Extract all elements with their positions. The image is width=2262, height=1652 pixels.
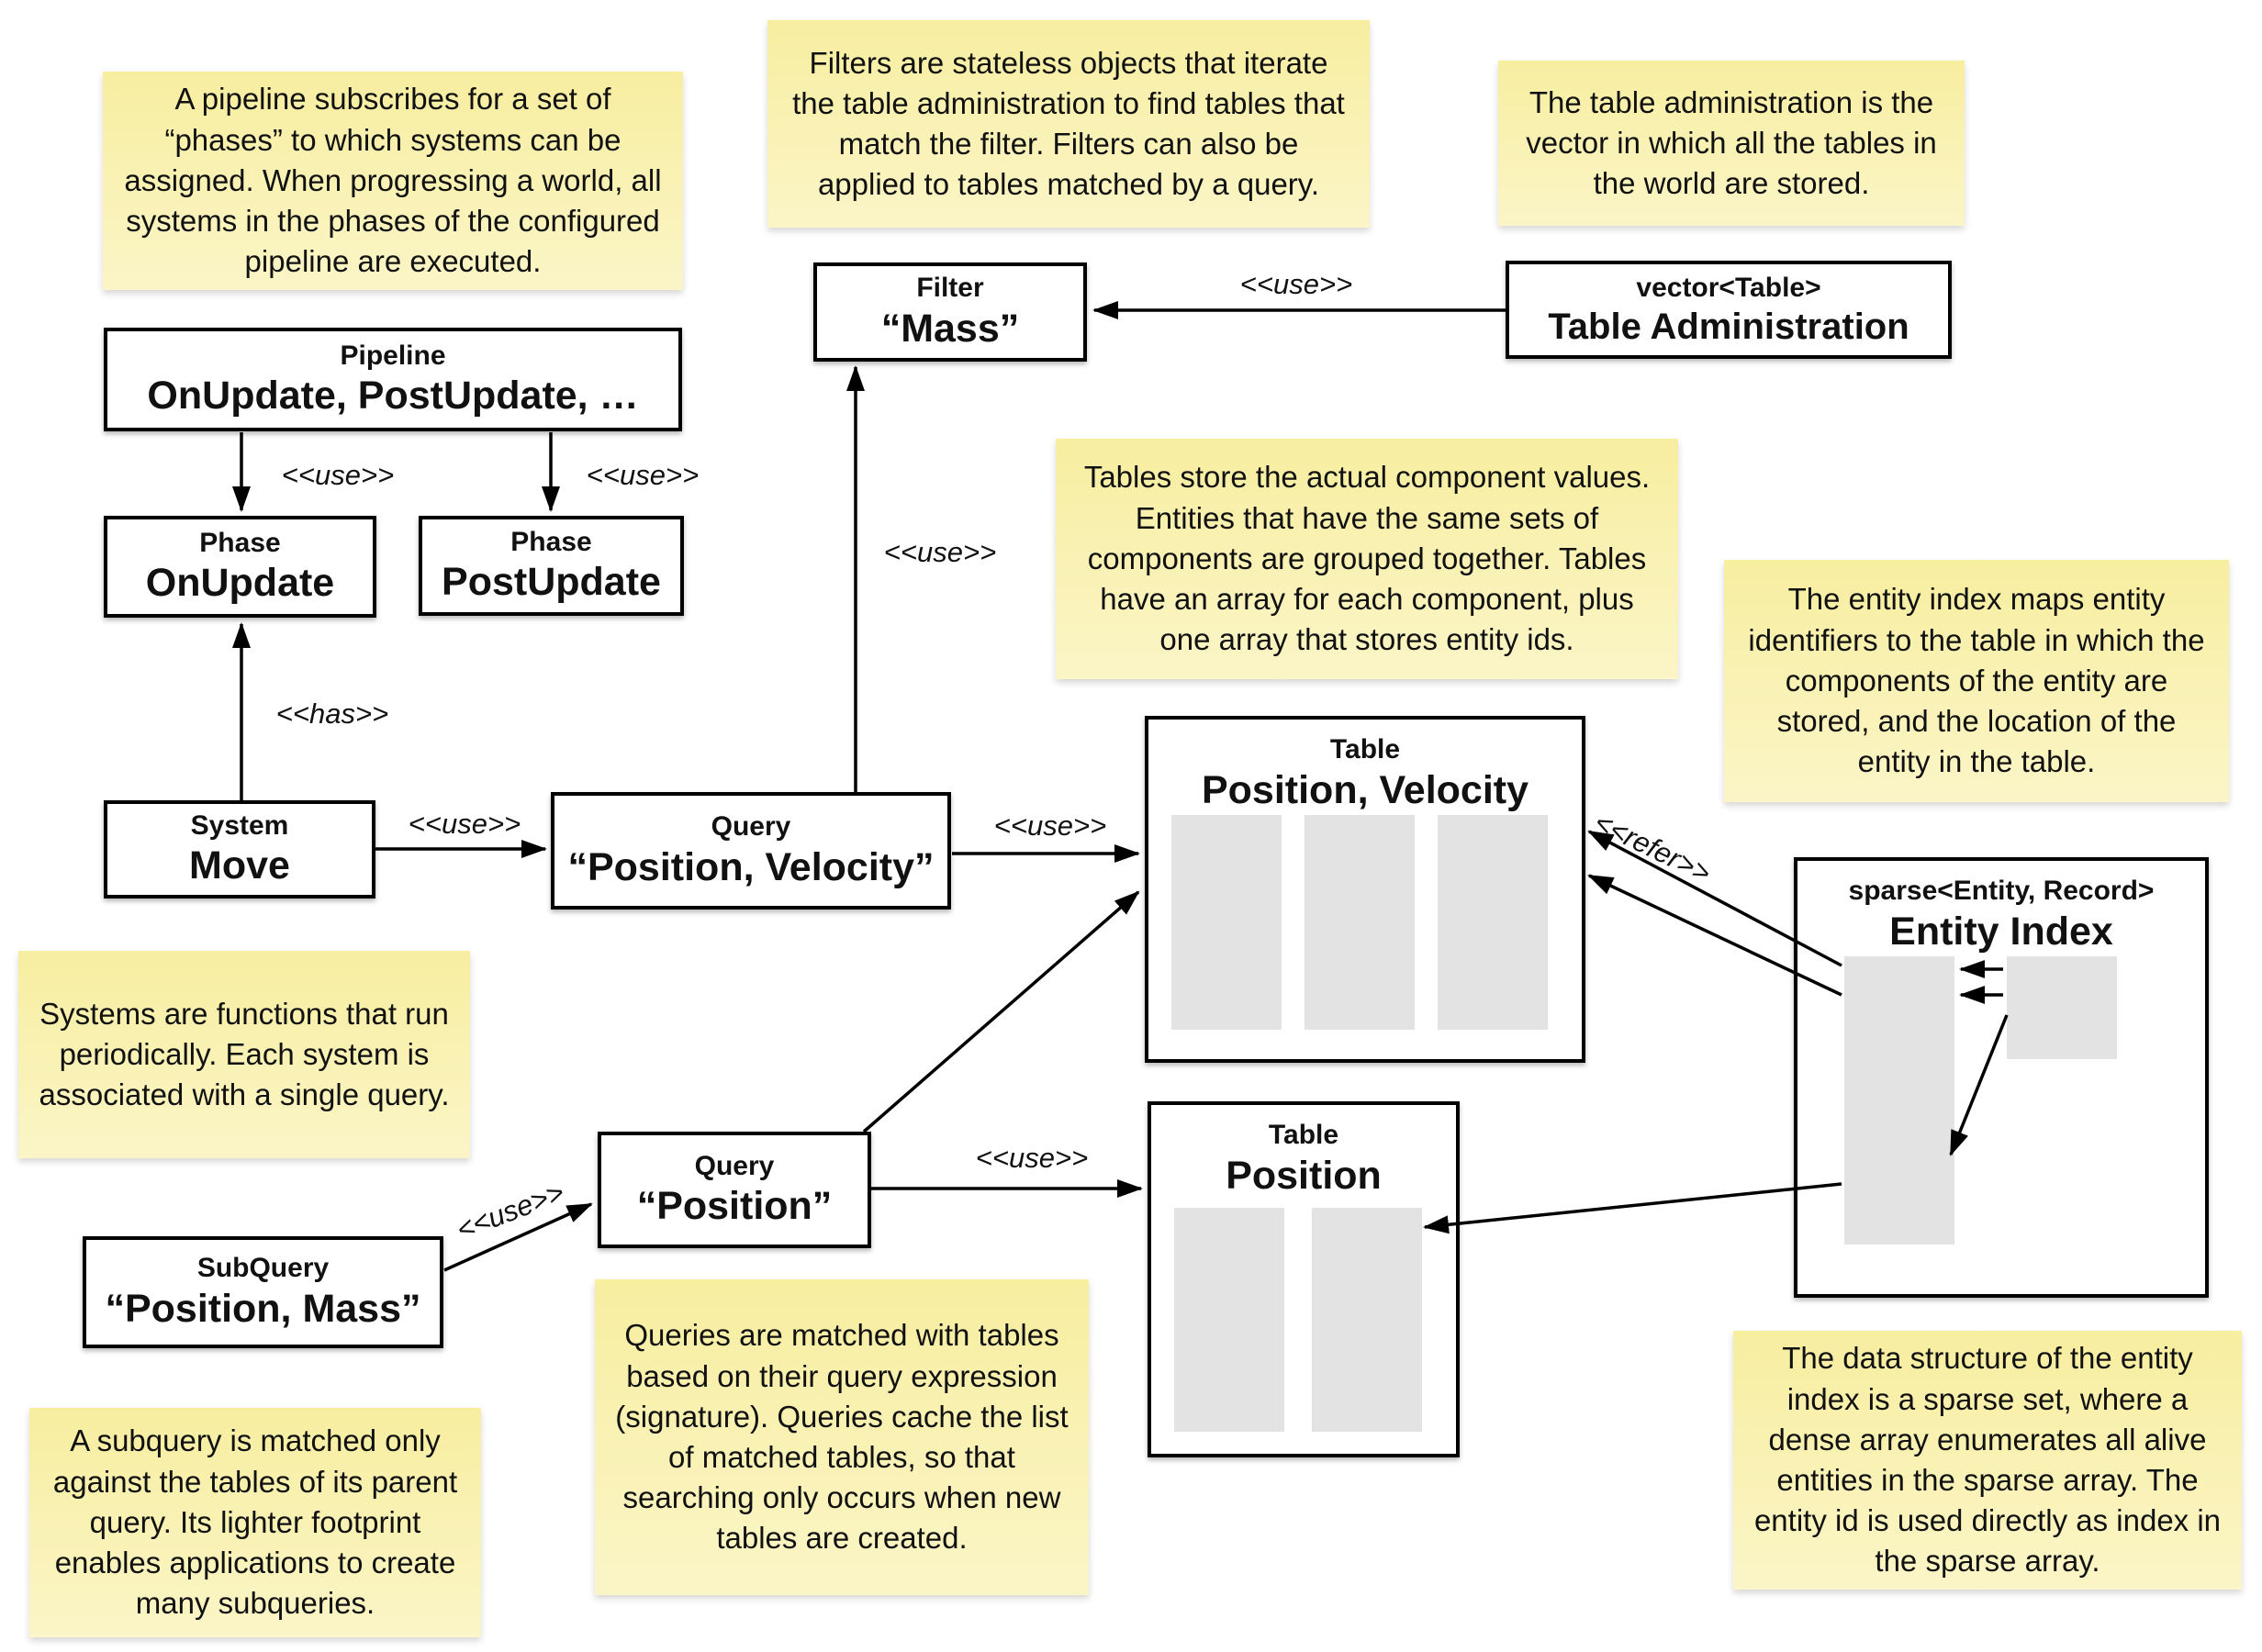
table-position-stereotype: Table	[1268, 1120, 1339, 1150]
query-position-velocity-stereotype: Query	[711, 811, 791, 843]
pipeline-name: OnUpdate, PostUpdate, …	[147, 374, 639, 419]
filter-stereotype: Filter	[916, 273, 984, 304]
component-arrays	[1151, 1105, 1456, 1454]
filter-name: “Mass”	[880, 306, 1020, 351]
box-query-position: Query “Position”	[598, 1132, 871, 1248]
box-phase-onupdate: Phase OnUpdate	[104, 516, 376, 618]
label-use-tableadmin-filter: <<use>>	[1239, 268, 1353, 300]
pipeline-stereotype: Pipeline	[340, 340, 446, 371]
component-arrays	[1148, 720, 1582, 1059]
sparse-array	[1844, 956, 1954, 1245]
subquery-stereotype: SubQuery	[196, 1253, 330, 1284]
label-use-pipeline-postupdate: <<use>>	[586, 459, 700, 491]
query-position-velocity-name: “Position, Velocity”	[567, 844, 935, 889]
note-filters: Filters are stateless objects that itera…	[767, 20, 1370, 228]
query-position-name: “Position”	[636, 1184, 833, 1229]
label-use-query-table-pos: <<use>>	[975, 1142, 1089, 1174]
box-phase-postupdate: Phase PostUpdate	[419, 516, 684, 616]
system-move-stereotype: System	[190, 809, 289, 841]
phase-onupdate-name: OnUpdate	[145, 561, 335, 606]
query-position-stereotype: Query	[694, 1150, 775, 1181]
subquery-name: “Position, Mass”	[105, 1286, 421, 1331]
arrow-entityindex-to-table-pos	[1423, 1182, 1842, 1234]
box-pipeline: Pipeline OnUpdate, PostUpdate, …	[104, 328, 682, 431]
note-tables: Tables store the actual component values…	[1056, 439, 1678, 679]
box-filter-mass: Filter “Mass”	[813, 262, 1087, 362]
phase-postupdate-name: PostUpdate	[442, 560, 661, 605]
box-query-position-velocity: Query “Position, Velocity”	[551, 792, 951, 910]
note-pipeline: A pipeline subscribes for a set of “phas…	[103, 72, 683, 290]
box-entity-index: sparse<Entity, Record> Entity Index	[1794, 857, 2209, 1298]
component-array-column	[1312, 1208, 1422, 1432]
entity-index-stereotype: sparse<Entity, Record>	[1848, 876, 2155, 906]
phase-onupdate-stereotype: Phase	[199, 527, 281, 558]
note-systems: Systems are functions that run periodica…	[18, 951, 470, 1158]
sparse-set-structure	[1797, 861, 2205, 1294]
label-use-pipeline-onupdate: <<use>>	[281, 459, 395, 491]
component-array-column	[1171, 815, 1282, 1030]
box-table-administration: vector<Table> Table Administration	[1506, 261, 1952, 359]
box-table-position: Table Position	[1148, 1101, 1460, 1457]
system-move-name: Move	[189, 843, 290, 888]
label-use-subquery-query: <<use>>	[452, 1176, 569, 1246]
component-array-column	[1174, 1208, 1284, 1432]
label-use-query-table-pv: <<use>>	[993, 809, 1107, 842]
note-sparse-set: The data structure of the entity index i…	[1733, 1331, 2242, 1590]
note-subquery: A subquery is matched only against the t…	[29, 1408, 481, 1637]
label-use-query-filter: <<use>>	[883, 536, 997, 568]
note-table-administration: The table administration is the vector i…	[1498, 61, 1965, 226]
phase-postupdate-stereotype: Phase	[510, 526, 592, 557]
table-position-name: Position	[1226, 1153, 1382, 1198]
component-array-column	[1438, 815, 1548, 1030]
table-position-velocity-stereotype: Table	[1329, 734, 1401, 765]
arrow-query-pos-to-table-pv	[862, 890, 1140, 1133]
label-has-move-onupdate: <<has>>	[275, 698, 389, 730]
label-use-move-query: <<use>>	[408, 808, 521, 840]
box-system-move: System Move	[104, 800, 375, 899]
box-subquery: SubQuery “Position, Mass”	[83, 1236, 443, 1348]
note-queries: Queries are matched with tables based on…	[595, 1279, 1089, 1595]
table-position-velocity-name: Position, Velocity	[1201, 767, 1529, 812]
note-entity-index: The entity index maps entity identifiers…	[1724, 560, 2229, 802]
label-refer-entityindex: <<refer>>	[1589, 805, 1717, 890]
dense-array	[2007, 956, 2117, 1059]
table-administration-stereotype: vector<Table>	[1636, 272, 1821, 303]
entity-index-name: Entity Index	[1889, 909, 2113, 954]
table-administration-name: Table Administration	[1548, 307, 1909, 348]
component-array-column	[1305, 815, 1415, 1030]
box-table-position-velocity: Table Position, Velocity	[1145, 716, 1585, 1063]
